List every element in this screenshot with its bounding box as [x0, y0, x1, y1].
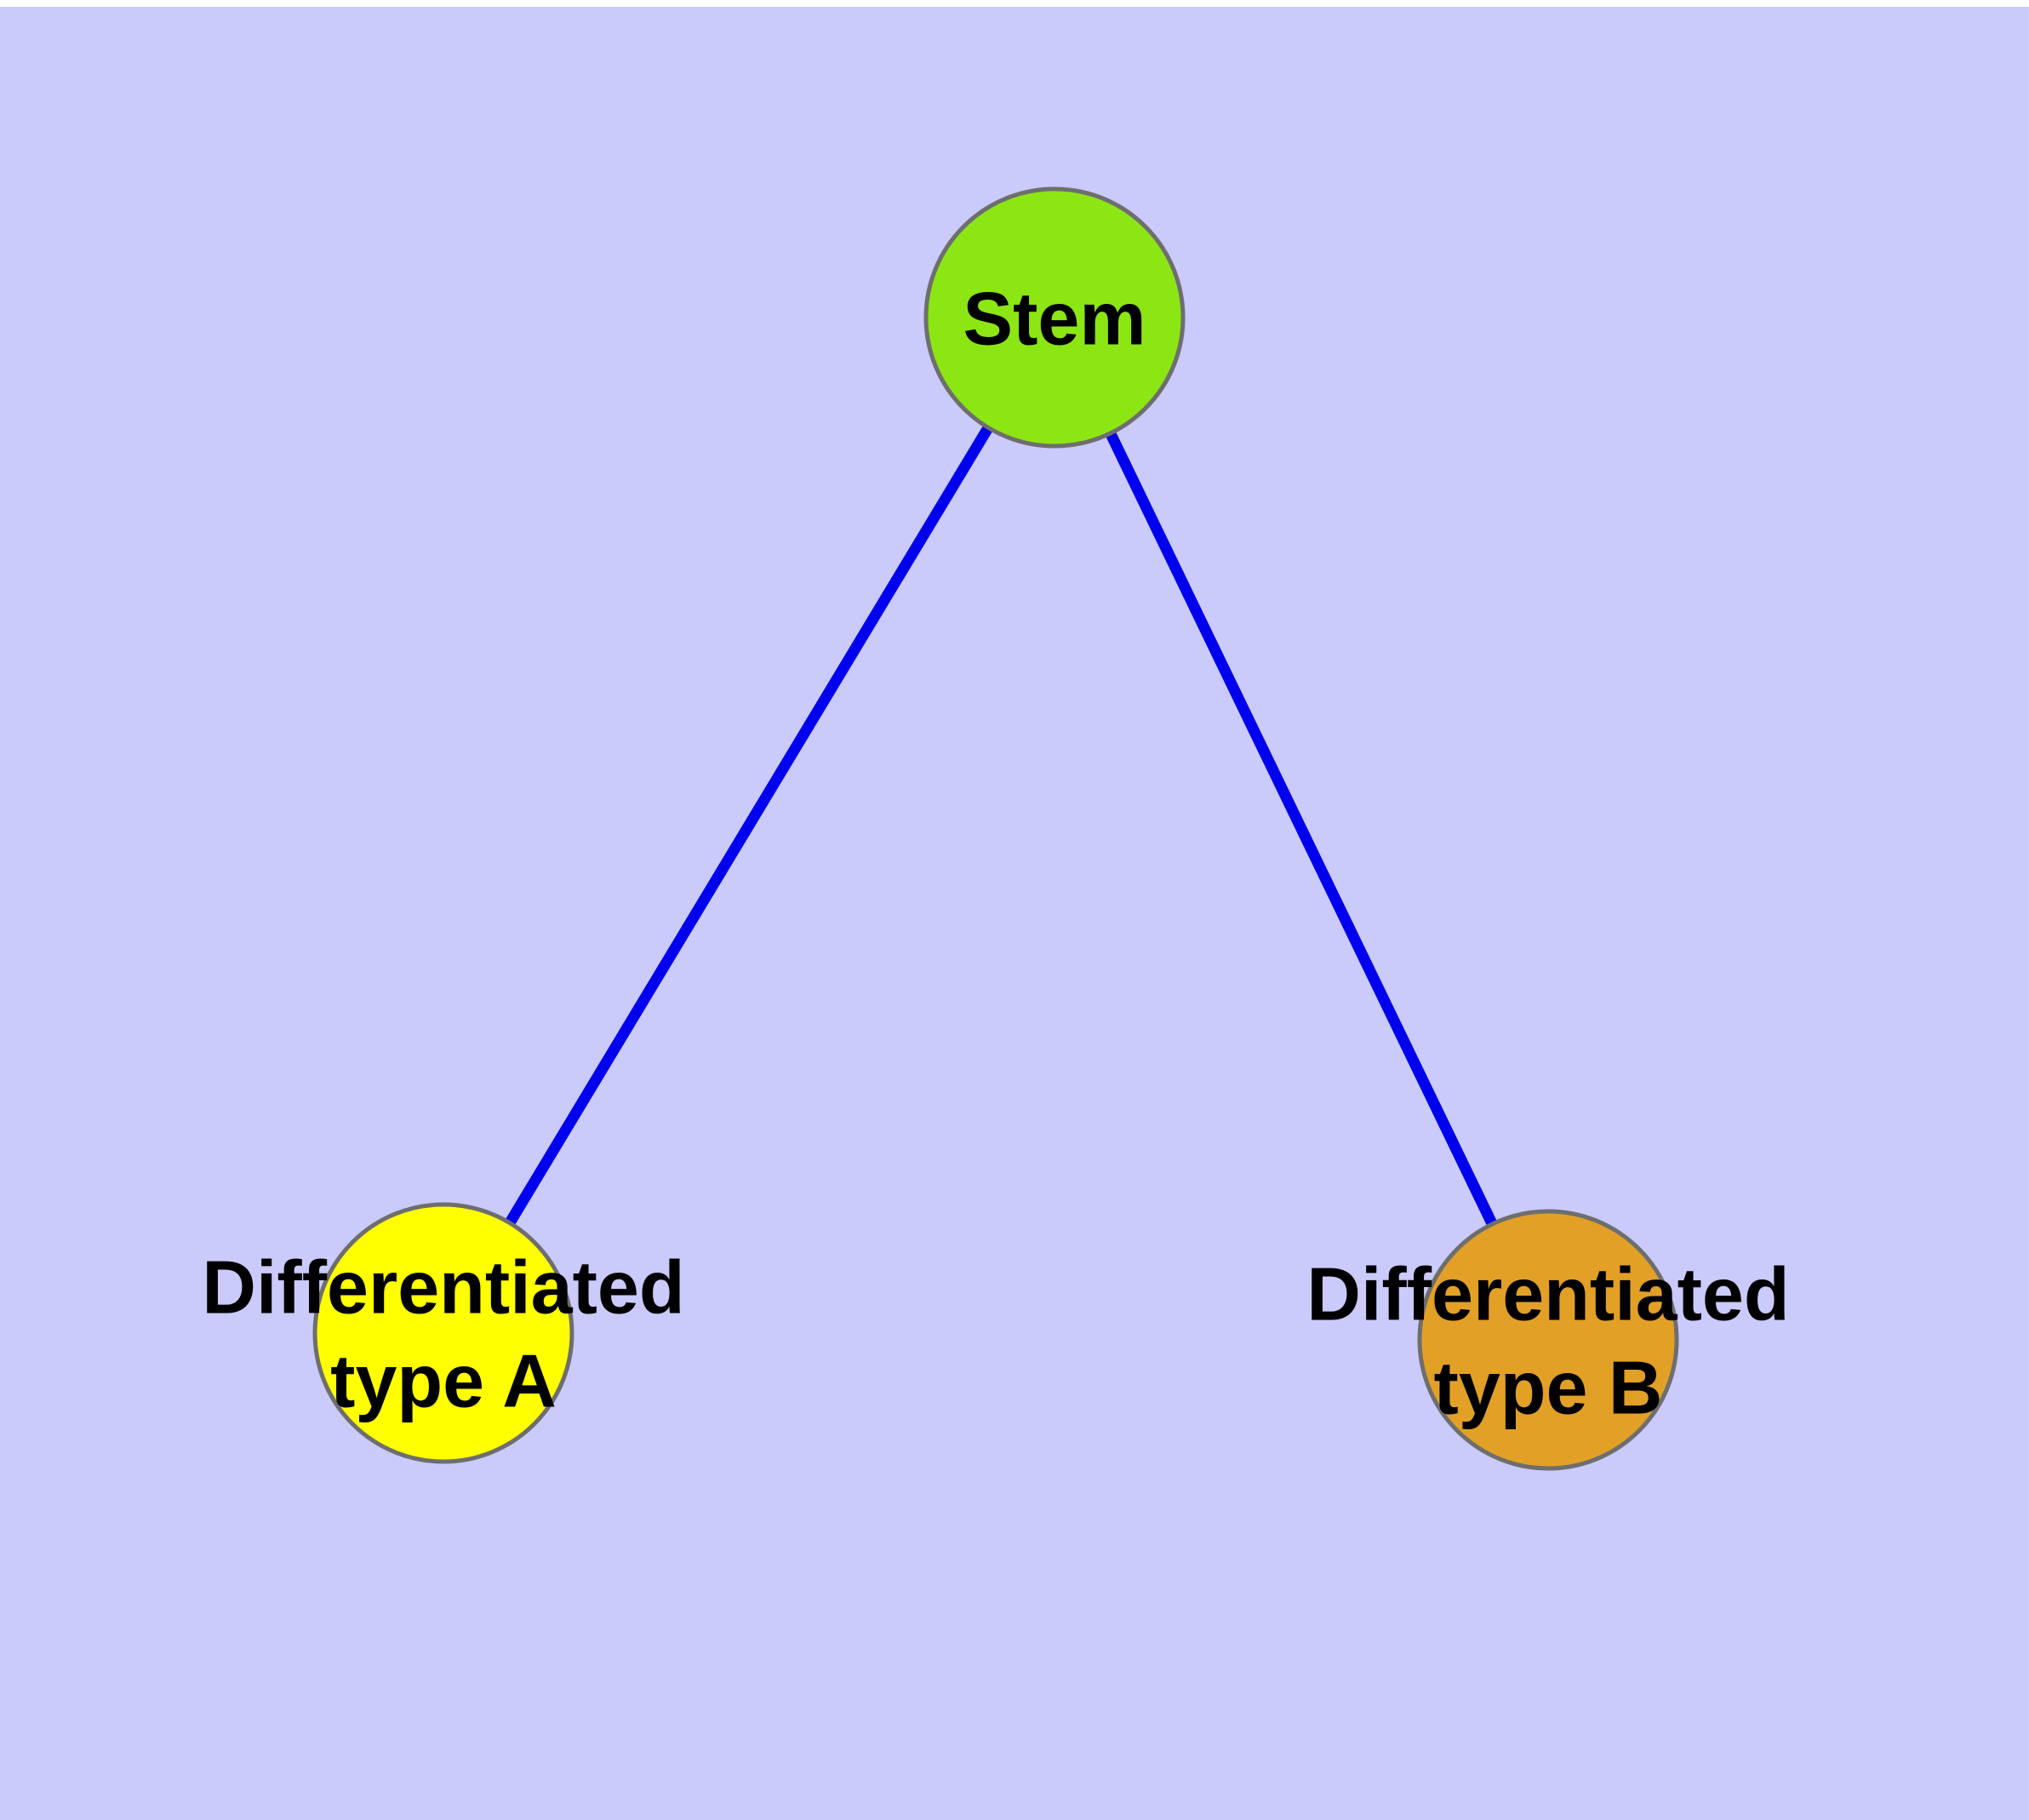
node-differentiated-type-a-label-line: type A — [330, 1339, 557, 1423]
top-margin-strip — [0, 0, 2029, 7]
node-differentiated-type-b-label-line: Differentiated — [1306, 1252, 1789, 1336]
node-stem-circle[interactable] — [923, 186, 1186, 449]
node-differentiated-type-b-label: Differentiated type B — [1306, 1252, 1789, 1430]
node-stem-label: Stem — [963, 277, 1146, 361]
node-differentiated-type-a-label: Differentiated type A — [202, 1245, 684, 1423]
node-differentiated-type-b-label-line: type B — [1434, 1346, 1663, 1430]
node-differentiated-type-a-circle[interactable] — [312, 1202, 574, 1464]
node-stem-label-line: Stem — [963, 277, 1146, 361]
edge-stem-differentiated-type-a — [438, 314, 1060, 1336]
node-differentiated-type-a-label-line: Differentiated — [202, 1245, 684, 1330]
node-differentiated-type-b-circle[interactable] — [1417, 1209, 1679, 1471]
edge-stem-differentiated-type-b — [1049, 315, 1553, 1342]
